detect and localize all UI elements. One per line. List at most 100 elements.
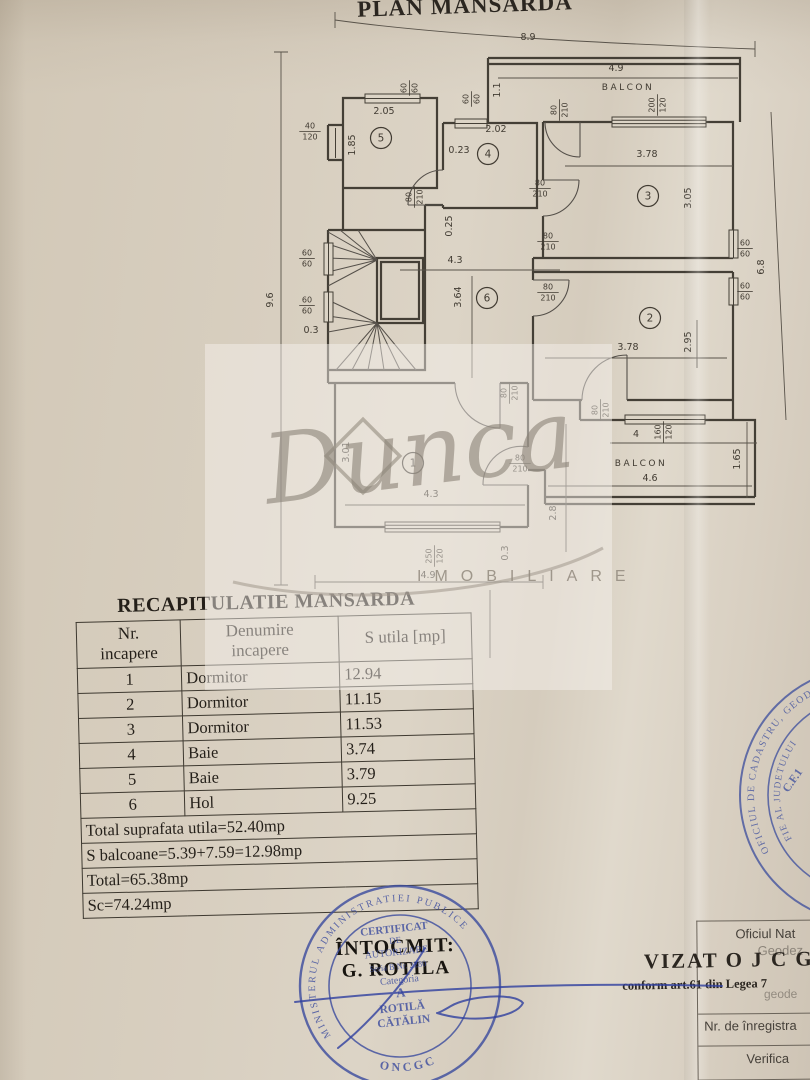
stamp-ring-bottom-text: ONCGC	[377, 1052, 439, 1077]
plan-dimension-label: 3.78	[617, 342, 638, 353]
fraction-bottom: 210	[512, 465, 527, 474]
table-cell: 4	[79, 740, 184, 769]
vizat-subtitle: conform art.61 din Legea 7	[622, 976, 768, 993]
fraction-bottom: 60	[302, 307, 312, 316]
table-header-cell: Denumire incapere	[180, 616, 340, 666]
corner-stamp-inner-text: FIE AL JUDETULUI	[773, 739, 798, 843]
room-number-marker: 5	[369, 126, 393, 150]
form-office-line: Oficiul Nat	[735, 925, 796, 942]
table-cell: 5	[79, 765, 185, 794]
room-number-marker: 6	[475, 286, 499, 310]
plan-walls	[326, 56, 757, 529]
room-number: 3	[645, 191, 652, 203]
table-header-cell: S utila [mp]	[338, 612, 473, 662]
fraction-top: 80	[591, 405, 600, 415]
fraction-bottom: 120	[436, 548, 445, 563]
table-cell: 3.74	[341, 733, 475, 762]
plan-dimension-label: 3.05	[683, 187, 694, 208]
plan-dimension-label: 0.25	[444, 215, 455, 236]
fraction-bottom: 210	[511, 385, 520, 400]
fraction-top: 60	[302, 249, 312, 258]
fraction-top: 80	[500, 388, 509, 398]
stamp-center-line: CĂTĂLIN	[377, 1011, 432, 1031]
fraction-bottom: 210	[540, 243, 555, 252]
corner-cadastru-stamp: OFICIUL DE CADASTRU, GEODEZIE FIE AL JUD…	[739, 677, 810, 911]
plan-dimension-label: 4.3	[423, 489, 438, 500]
room-number-marker: 3	[636, 184, 660, 208]
dimension-lines	[274, 12, 787, 658]
fraction-top: 60	[740, 239, 750, 248]
plan-dimension-label: 3.78	[636, 149, 657, 160]
svg-text:ONCGC: ONCGC	[377, 1052, 439, 1077]
table-cell: 12.94	[339, 658, 473, 687]
plan-dimension-label: 8.9	[520, 32, 535, 43]
plan-dimension-label: 2.95	[683, 331, 694, 352]
fraction-top: 60	[462, 94, 471, 104]
table-cell: 2	[77, 690, 183, 719]
table-cell: Hol	[184, 786, 344, 816]
fraction-bottom: 60	[740, 293, 750, 302]
plan-dimension-label: BALCON	[615, 459, 667, 469]
fraction-top: 160	[654, 424, 663, 439]
plan-dimension-label: BALCON	[602, 83, 654, 93]
form-divider	[698, 1044, 810, 1047]
table-cell: Dormitor	[182, 711, 342, 741]
form-verified-row: Verifica	[746, 1050, 790, 1067]
intocmit-author: G. ROTILA	[341, 957, 451, 982]
window-symbols	[323, 93, 739, 533]
plan-dimension-label: 4.9	[420, 570, 435, 581]
table-cell: Baie	[183, 761, 343, 791]
fraction-bottom: 60	[411, 83, 420, 93]
table-cell: 1	[77, 665, 183, 694]
table-cell: 11.15	[340, 683, 474, 712]
plan-dimension-label: 4	[633, 429, 639, 440]
table-cell: 11.53	[340, 708, 474, 737]
fraction-bottom: 210	[602, 402, 611, 417]
fraction-bottom: 120	[665, 424, 674, 439]
fraction-top: 80	[543, 283, 553, 292]
plan-dimension-label: 0.3	[500, 545, 511, 560]
door-swing-arcs	[407, 121, 628, 486]
stamp-center-line: ROTILĂ	[379, 997, 426, 1016]
fraction-top: 80	[550, 105, 559, 115]
room-number: 2	[647, 313, 654, 325]
plan-dimension-label: 4.3	[447, 255, 462, 266]
registration-form-box: Oficiul Nat Geodez geode Nr. de înregist…	[696, 919, 810, 1080]
room-number: 4	[485, 149, 492, 161]
fraction-bottom: 60	[473, 94, 482, 104]
table-cell: 3.79	[341, 758, 476, 787]
plan-dimension-label: 4.6	[642, 473, 657, 484]
fraction-top: 80	[405, 192, 414, 202]
fraction-top: 40	[305, 122, 315, 131]
plan-dimension-label: 0.23	[448, 145, 469, 156]
fraction-bottom: 60	[740, 250, 750, 259]
room-number: 5	[378, 133, 385, 145]
plan-dimension-label: 1.85	[347, 134, 358, 155]
fraction-top: 80	[543, 232, 553, 241]
svg-text:OFICIUL DE CADASTRU, GEODEZIE: OFICIUL DE CADASTRU, GEODEZIE	[746, 677, 810, 856]
stamp-center-line: A	[395, 984, 407, 1000]
fraction-top: 60	[740, 282, 750, 291]
table-cell: Dormitor	[182, 686, 341, 716]
fraction-bottom: 120	[659, 97, 668, 112]
fraction-bottom: 210	[561, 102, 570, 117]
plan-dimension-label: 2.02	[485, 124, 506, 135]
fraction-bottom: 210	[540, 294, 555, 303]
plan-dimension-label: 6.8	[756, 259, 767, 274]
table-cell: Dormitor	[181, 661, 341, 691]
room-number-marker: 2	[638, 306, 662, 330]
room-number-marker: 1	[401, 451, 425, 475]
